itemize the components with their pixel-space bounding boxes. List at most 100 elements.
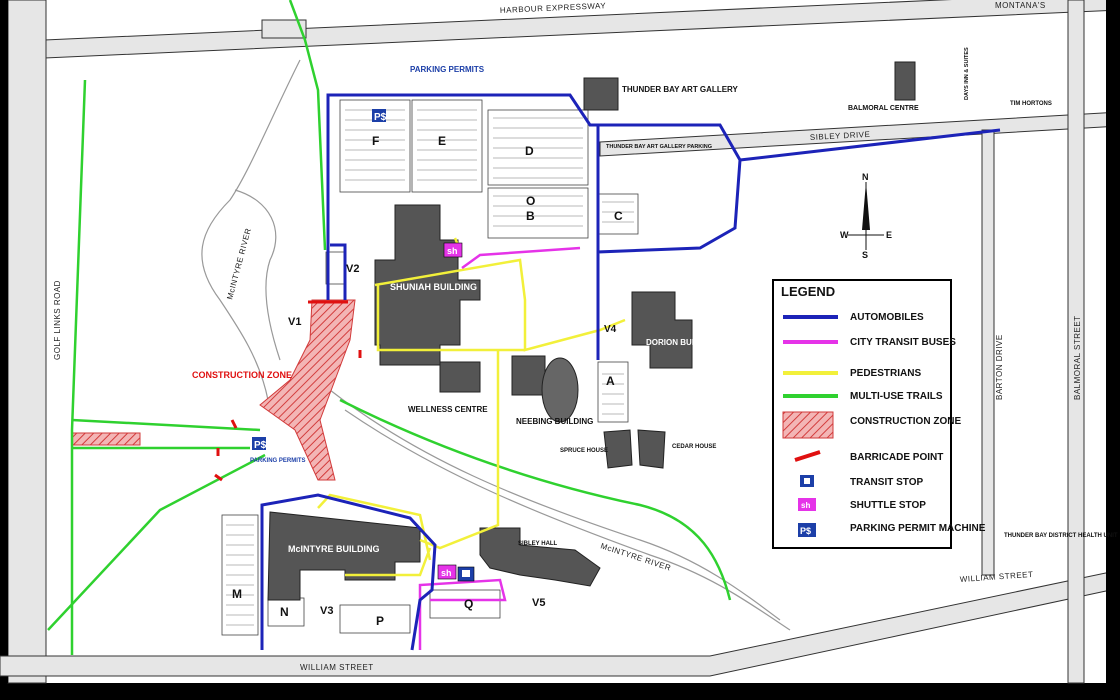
- automobile-routes: [260, 93, 1001, 651]
- lot-a: [597, 361, 629, 423]
- barricade-points: [214, 300, 362, 482]
- legend-ps-icon: P$: [800, 526, 811, 536]
- spruce-house-building: [603, 429, 633, 469]
- lot-e: [411, 99, 483, 193]
- legend-label-trails: MULTI-USE TRAILS: [850, 391, 943, 402]
- days-inn-label: DAYS INN & SUITES: [964, 47, 970, 100]
- lot-label-d: D: [525, 144, 534, 158]
- shuttle-stop-label: sh: [441, 568, 452, 578]
- lot-label-o: O: [526, 194, 535, 208]
- legend-label-pedestrians: PEDESTRIANS: [850, 368, 921, 379]
- spruce-label: SPRUCE HOUSE: [560, 448, 608, 454]
- legend-label-permit-machine: PARKING PERMIT MACHINE: [850, 523, 986, 534]
- golf-links-road: [7, 0, 47, 684]
- parking-permits-top-label: PARKING PERMITS: [410, 65, 485, 74]
- legend-label-automobiles: AUTOMOBILES: [850, 312, 924, 323]
- art-gallery-label: THUNDER BAY ART GALLERY: [622, 85, 739, 94]
- sibley-hall-building: [479, 527, 601, 587]
- lot-ob: [487, 187, 589, 239]
- balmoral-street-label: BALMORAL STREET: [1073, 315, 1082, 400]
- permit-machine-label: P$: [254, 440, 267, 451]
- balmoral-centre-label: BALMORAL CENTRE: [848, 105, 919, 112]
- lot-label-c: C: [614, 209, 623, 223]
- lot-d: [487, 109, 589, 186]
- barricade-point: [214, 473, 223, 482]
- legend-label-transit: CITY TRANSIT BUSES: [850, 337, 956, 348]
- william-street-bottom-road: [0, 569, 1120, 677]
- dorion-label: DORION BUILDING: [646, 338, 719, 347]
- wellness-label: WELLNESS CENTRE: [408, 405, 488, 414]
- legend-label-construction: CONSTRUCTION ZONE: [850, 416, 961, 427]
- lot-label-q: Q: [464, 597, 473, 611]
- lot-label-a: A: [606, 374, 615, 388]
- balmoral-street-road: [1067, 0, 1085, 684]
- balmoral-centre-building: [894, 61, 916, 101]
- legend-label-shuttle-stop: SHUTTLE STOP: [850, 500, 926, 511]
- compass-e: E: [886, 230, 892, 240]
- construction-zone-label: CONSTRUCTION ZONE: [192, 370, 292, 380]
- parking-stalls: [226, 109, 634, 626]
- lot-label-b: B: [526, 209, 535, 223]
- parking-lots: [221, 99, 639, 636]
- art-gallery-building: [583, 77, 619, 111]
- art-gallery-parking-label: THUNDER BAY ART GALLERY PARKING: [606, 144, 712, 150]
- legend: LEGEND AUTOMOBILES CITY TRANSIT BUSES PE…: [772, 279, 986, 549]
- shuniah-label: SHUNIAH BUILDING: [390, 282, 477, 292]
- lot-label-n: N: [280, 605, 289, 619]
- permit-machine-label: P$: [374, 112, 387, 123]
- lot-q: [429, 589, 501, 619]
- roads: [0, 0, 1120, 684]
- golf-links-road-label: GOLF LINKS ROAD: [53, 280, 62, 360]
- barricade-point: [230, 419, 238, 429]
- cedar-house-building: [637, 429, 666, 469]
- lot-n: [267, 597, 305, 627]
- bottom-band: [0, 683, 1120, 700]
- legend-sh-icon: sh: [801, 501, 810, 510]
- mcintyre-building: [267, 511, 421, 601]
- shuttle-stop-label: sh: [447, 246, 458, 256]
- barton-drive-road: [981, 129, 995, 576]
- shuttle-stop-icon: sh: [443, 242, 463, 258]
- neebing-label: NEEBING BUILDING: [516, 417, 593, 426]
- harbour-expressway-road: [0, 0, 1120, 61]
- entrance-road: [261, 19, 307, 39]
- compass-w: W: [840, 230, 849, 240]
- marker-v5: V5: [532, 597, 545, 609]
- dorion-building: [631, 291, 693, 369]
- mcintyre-label: McINTYRE BUILDING: [288, 544, 380, 554]
- lot-label-f: F: [372, 134, 379, 148]
- legend-label-transit-stop: TRANSIT STOP: [850, 477, 923, 488]
- sibley-hall-label: SIBLEY HALL: [518, 541, 558, 547]
- lot-labels: F E D O B C A M N P Q: [232, 134, 623, 628]
- tim-hortons-label: TIM HORTONS: [1010, 101, 1052, 107]
- parking-permit-machine-icon: P$: [252, 437, 267, 451]
- marker-v4: V4: [604, 324, 617, 335]
- parking-permit-machine-icon: P$: [372, 109, 387, 123]
- marker-v3: V3: [320, 605, 333, 617]
- construction-zone-area: [259, 299, 356, 481]
- lot-p: [339, 604, 411, 634]
- lot-label-m: M: [232, 587, 242, 601]
- marker-v1: V1: [288, 316, 301, 328]
- compass-s: S: [862, 250, 868, 260]
- left-edge: [0, 0, 8, 683]
- barton-drive-label: BARTON DRIVE: [995, 334, 1004, 400]
- legend-label-barricade: BARRICADE POINT: [850, 452, 943, 463]
- river-outlines: [201, 59, 791, 631]
- montana-label: MONTANA'S: [995, 1, 1046, 10]
- health-unit-label: THUNDER BAY DISTRICT HEALTH UNIT: [1004, 533, 1118, 539]
- lot-label-p: P: [376, 614, 384, 628]
- construction-strip: [71, 432, 141, 446]
- cedar-label: CEDAR HOUSE: [672, 444, 716, 450]
- sibley-drive-label: SIBLEY DRIVE: [810, 130, 871, 142]
- legend-title: LEGEND: [781, 284, 835, 299]
- william-street-bottom-label: WILLIAM STREET: [300, 663, 374, 672]
- neebing-building: [511, 355, 546, 396]
- shuttle-stop-icon: sh: [437, 564, 457, 580]
- parking-permits-mid-label: PARKING PERMITS: [250, 458, 306, 464]
- transit-stop-icon: [457, 566, 475, 582]
- compass: N S W E: [840, 172, 892, 260]
- right-edge: [1106, 0, 1120, 683]
- pedestrian-routes: [317, 237, 626, 577]
